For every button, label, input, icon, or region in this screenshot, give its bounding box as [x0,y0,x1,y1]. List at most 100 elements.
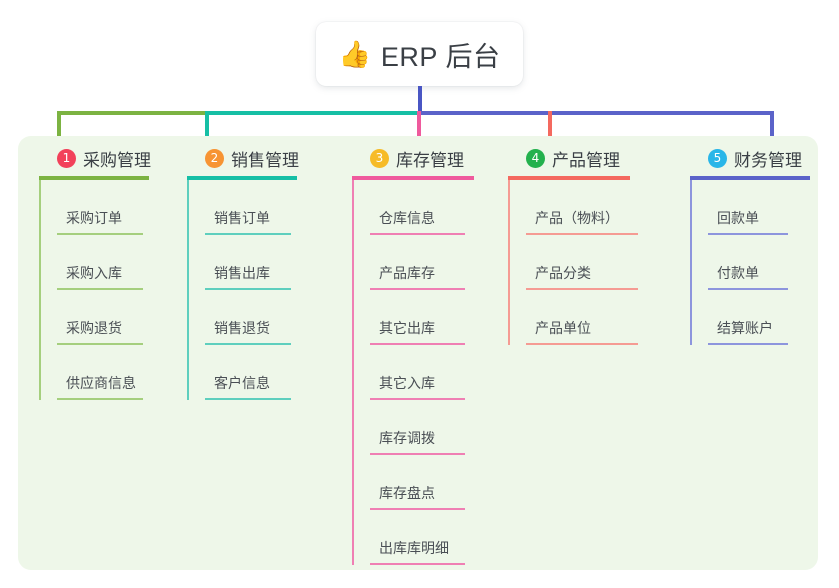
leaf-item[interactable]: 出库库明细 [370,510,474,565]
leaf-item-label: 结算账户 [717,320,773,336]
drop-connector-1 [57,111,61,141]
leaf-item-label: 客户信息 [214,375,270,391]
leaf-item[interactable]: 其它出库 [370,290,474,345]
leaf-item-rule [708,233,788,235]
column-spine [39,180,41,400]
leaf-item-rule [57,233,143,235]
leaf-item-label: 产品（物料） [535,210,619,226]
leaf-item-rule [57,288,143,290]
leaf-item-rule [205,233,291,235]
bus-segment-teal [205,111,420,115]
leaf-item[interactable]: 销售退货 [205,290,299,345]
leaf-item-label: 销售退货 [214,320,270,336]
leaf-item[interactable]: 产品（物料） [526,180,638,235]
leaf-item[interactable]: 客户信息 [205,345,299,400]
column-title: 库存管理 [396,150,464,170]
leaf-item[interactable]: 供应商信息 [57,345,151,400]
drop-connector-3 [417,111,421,141]
column-number-badge: 2 [205,148,224,168]
column-spine [187,180,189,400]
column-title: 采购管理 [83,150,151,170]
leaf-item-rule [370,453,465,455]
leaf-item-label: 销售出库 [214,265,270,281]
column-purchase: 1 采购管理采购订单采购入库采购退货供应商信息 [39,146,151,400]
leaf-item[interactable]: 结算账户 [708,290,810,345]
leaf-item-rule [708,288,788,290]
leaf-item-label: 库存盘点 [379,485,435,501]
leaf-item[interactable]: 采购订单 [57,180,151,235]
root-node-card[interactable]: 👍 ERP 后台 [316,22,523,86]
leaf-item[interactable]: 采购入库 [57,235,151,290]
root-stem-connector [418,86,422,113]
leaf-item[interactable]: 库存盘点 [370,455,474,510]
column-rule [39,176,149,180]
column-spine [508,180,510,345]
column-items: 回款单付款单结算账户 [690,180,810,345]
leaf-item-rule [205,343,291,345]
column-rule [352,176,474,180]
leaf-item[interactable]: 产品库存 [370,235,474,290]
leaf-item[interactable]: 产品分类 [526,235,638,290]
leaf-item-rule [526,288,638,290]
column-header[interactable]: 2 销售管理 [187,146,299,170]
column-header[interactable]: 1 采购管理 [39,146,151,170]
leaf-item[interactable]: 采购退货 [57,290,151,345]
bus-segment-green [57,111,205,115]
leaf-item[interactable]: 其它入库 [370,345,474,400]
leaf-item-rule [370,343,465,345]
leaf-item-label: 产品库存 [379,265,435,281]
leaf-item-rule [526,343,638,345]
column-title: 产品管理 [552,150,620,170]
leaf-item-label: 仓库信息 [379,210,435,226]
leaf-item-label: 其它入库 [379,375,435,391]
leaf-item-label: 产品单位 [535,320,591,336]
leaf-item-label: 出库库明细 [379,540,449,556]
leaf-item-label: 采购入库 [66,265,122,281]
diagram-panel [18,136,818,570]
leaf-item-rule [57,343,143,345]
leaf-item-label: 付款单 [717,265,759,281]
column-number-badge: 3 [370,148,389,168]
column-number-badge: 5 [708,148,727,168]
column-rule [508,176,630,180]
leaf-item-label: 采购订单 [66,210,122,226]
leaf-item-label: 供应商信息 [66,375,136,391]
bus-segment-blue [420,111,774,115]
leaf-item-rule [57,398,143,400]
column-rule [690,176,810,180]
leaf-item[interactable]: 仓库信息 [370,180,474,235]
drop-connector-5 [770,111,774,141]
leaf-item[interactable]: 销售订单 [205,180,299,235]
column-items: 仓库信息产品库存其它出库其它入库库存调拨库存盘点出库库明细 [352,180,474,565]
column-spine [352,180,354,565]
leaf-item-label: 库存调拨 [379,430,435,446]
column-items: 销售订单销售出库销售退货客户信息 [187,180,299,400]
column-items: 采购订单采购入库采购退货供应商信息 [39,180,151,400]
leaf-item[interactable]: 库存调拨 [370,400,474,455]
leaf-item-rule [205,398,291,400]
leaf-item-rule [370,233,465,235]
leaf-item[interactable]: 产品单位 [526,290,638,345]
leaf-item[interactable]: 销售出库 [205,235,299,290]
column-number-badge: 1 [57,148,76,168]
column-header[interactable]: 3 库存管理 [352,146,474,170]
column-inventory: 3 库存管理仓库信息产品库存其它出库其它入库库存调拨库存盘点出库库明细 [352,146,474,565]
drop-connector-4 [548,111,552,141]
thumbs-up-icon: 👍 [338,39,371,69]
column-title: 销售管理 [231,150,299,170]
leaf-item-label: 销售订单 [214,210,270,226]
leaf-item-rule [370,563,465,565]
leaf-item-rule [370,288,465,290]
leaf-item-rule [370,398,465,400]
leaf-item-label: 产品分类 [535,265,591,281]
column-rule [187,176,297,180]
leaf-item[interactable]: 回款单 [708,180,810,235]
leaf-item-rule [370,508,465,510]
leaf-item-rule [205,288,291,290]
leaf-item-rule [526,233,638,235]
leaf-item[interactable]: 付款单 [708,235,810,290]
